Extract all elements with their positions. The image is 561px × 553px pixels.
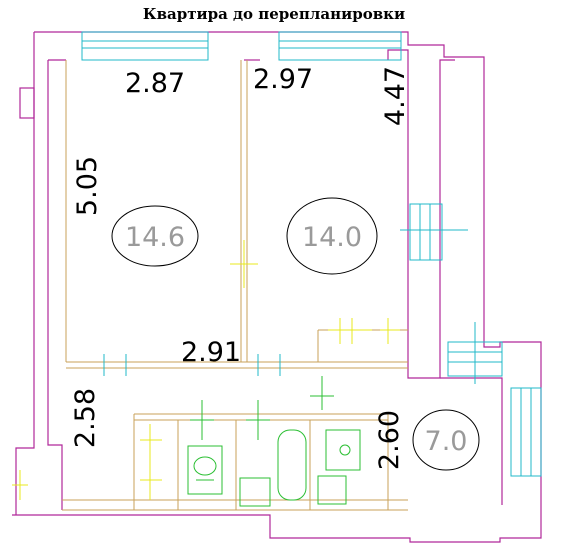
kitchen-area-label: 7.0 [425,426,468,457]
windows [81,31,542,477]
exterior-walls [12,31,542,543]
partitions [62,60,408,511]
room2-area-badge: 14.0 [286,197,378,275]
kitchen-area-badge: 7.0 [412,409,480,471]
room1-width-label: 2.87 [125,68,185,99]
sink-icon [239,477,271,507]
fixtures [187,376,361,507]
kitchen-depth-label: 2.60 [374,410,405,470]
room1-area-label: 14.6 [125,222,185,253]
room1-depth-label: 5.05 [72,156,103,216]
door-markers [103,354,281,376]
outlet-symbols [12,240,400,500]
room2-depth-label: 4.47 [380,66,411,126]
hall-depth-label: 2.58 [70,388,101,448]
room2-width-label: 2.97 [253,64,313,95]
room1-bottom-label: 2.91 [181,337,241,368]
toilet-icon [187,445,223,495]
room1-area-badge: 14.6 [111,205,199,267]
stove-icon [325,429,361,471]
room2-area-label: 14.0 [302,222,362,253]
bathtub-icon [277,429,307,501]
plan-title: Квартира до перепланировки [143,5,405,23]
